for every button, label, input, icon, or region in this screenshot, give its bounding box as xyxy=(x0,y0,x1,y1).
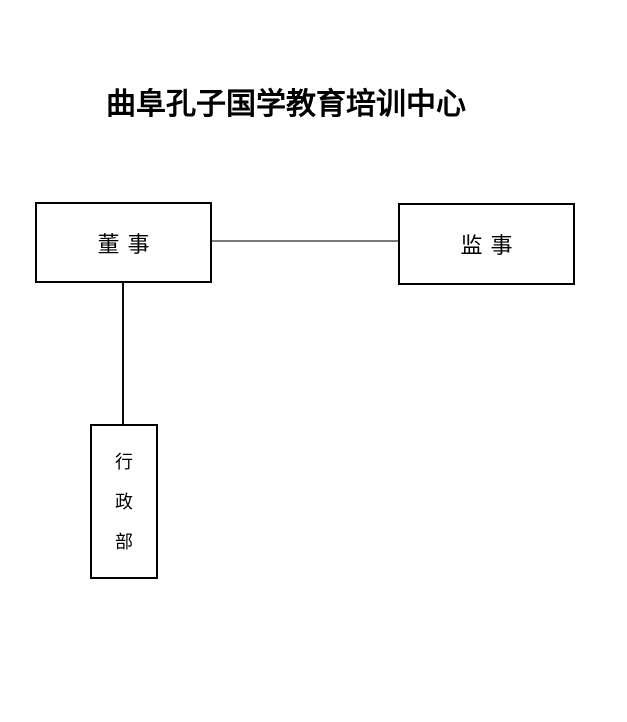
connector-director-admin xyxy=(122,283,124,424)
org-node-supervisor-label: 监事 xyxy=(460,233,521,258)
page-title: 曲阜孔子国学教育培训中心 xyxy=(106,88,466,121)
org-node-director: 董事 xyxy=(35,202,212,283)
org-node-director-label: 董事 xyxy=(97,231,158,257)
org-node-admin-dept-char: 政 xyxy=(115,491,133,512)
org-node-admin-dept: 行 政 部 xyxy=(90,424,158,579)
org-node-supervisor: 监事 xyxy=(398,203,575,285)
connector-director-supervisor xyxy=(212,240,398,242)
org-node-admin-dept-char: 行 xyxy=(115,451,133,472)
org-node-admin-dept-char: 部 xyxy=(115,531,133,552)
